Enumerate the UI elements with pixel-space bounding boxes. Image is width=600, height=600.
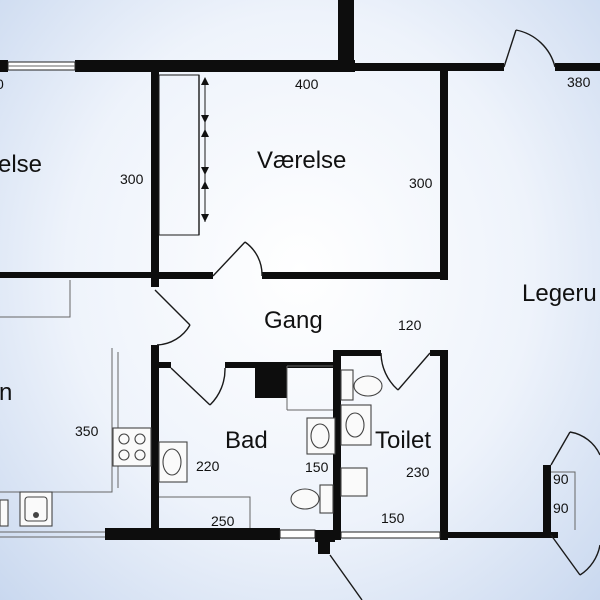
- dim-door-a: 90: [553, 471, 569, 487]
- walls: [0, 0, 600, 554]
- room-label-gang: Gang: [264, 307, 323, 334]
- bath-toilet-icon: [290, 484, 334, 514]
- dim-toilet-width: 150: [381, 510, 405, 526]
- kitchen-sink-icon: [0, 491, 53, 527]
- dim-top-left-edge: 0: [0, 76, 4, 92]
- room-label-vaerelse: Værelse: [257, 147, 346, 174]
- dim-vaerelse-width: 400: [295, 76, 319, 92]
- toilet-sink-icon: [340, 404, 372, 446]
- dim-legerum-top: 380: [567, 74, 591, 90]
- room-label-vaerelse-left: else: [0, 151, 42, 178]
- dim-vaerelse-left-height: 300: [120, 171, 144, 187]
- room-label-bad: Bad: [225, 427, 268, 454]
- room-label-kitchen: n: [0, 379, 12, 406]
- dim-bad-fixture: 150: [305, 459, 329, 475]
- room-label-legerum: Legeru: [522, 280, 597, 307]
- bath-sink-icon: [158, 441, 188, 483]
- toilet-icon: [340, 369, 383, 401]
- stove-icon: [112, 427, 152, 467]
- closet-arrows-icon: [201, 77, 209, 222]
- room-labels: else Værelse Gang Legeru n Bad Toilet: [0, 147, 597, 454]
- dimension-labels: 0 400 380 300 300 120 350 220 250 230 15…: [0, 74, 591, 529]
- dim-kitchen-length: 350: [75, 423, 99, 439]
- bath-sink2-icon: [306, 417, 336, 455]
- doors: [154, 29, 600, 600]
- fixtures: [0, 74, 576, 530]
- windows: [0, 61, 441, 539]
- dim-bad-height: 220: [196, 458, 220, 474]
- dim-gang-width: 120: [398, 317, 422, 333]
- dim-vaerelse-height: 300: [409, 175, 433, 191]
- dim-toilet-height: 230: [406, 464, 430, 480]
- dim-bad-width: 250: [211, 513, 235, 529]
- dim-door-b: 90: [553, 500, 569, 516]
- room-label-toilet: Toilet: [375, 427, 431, 454]
